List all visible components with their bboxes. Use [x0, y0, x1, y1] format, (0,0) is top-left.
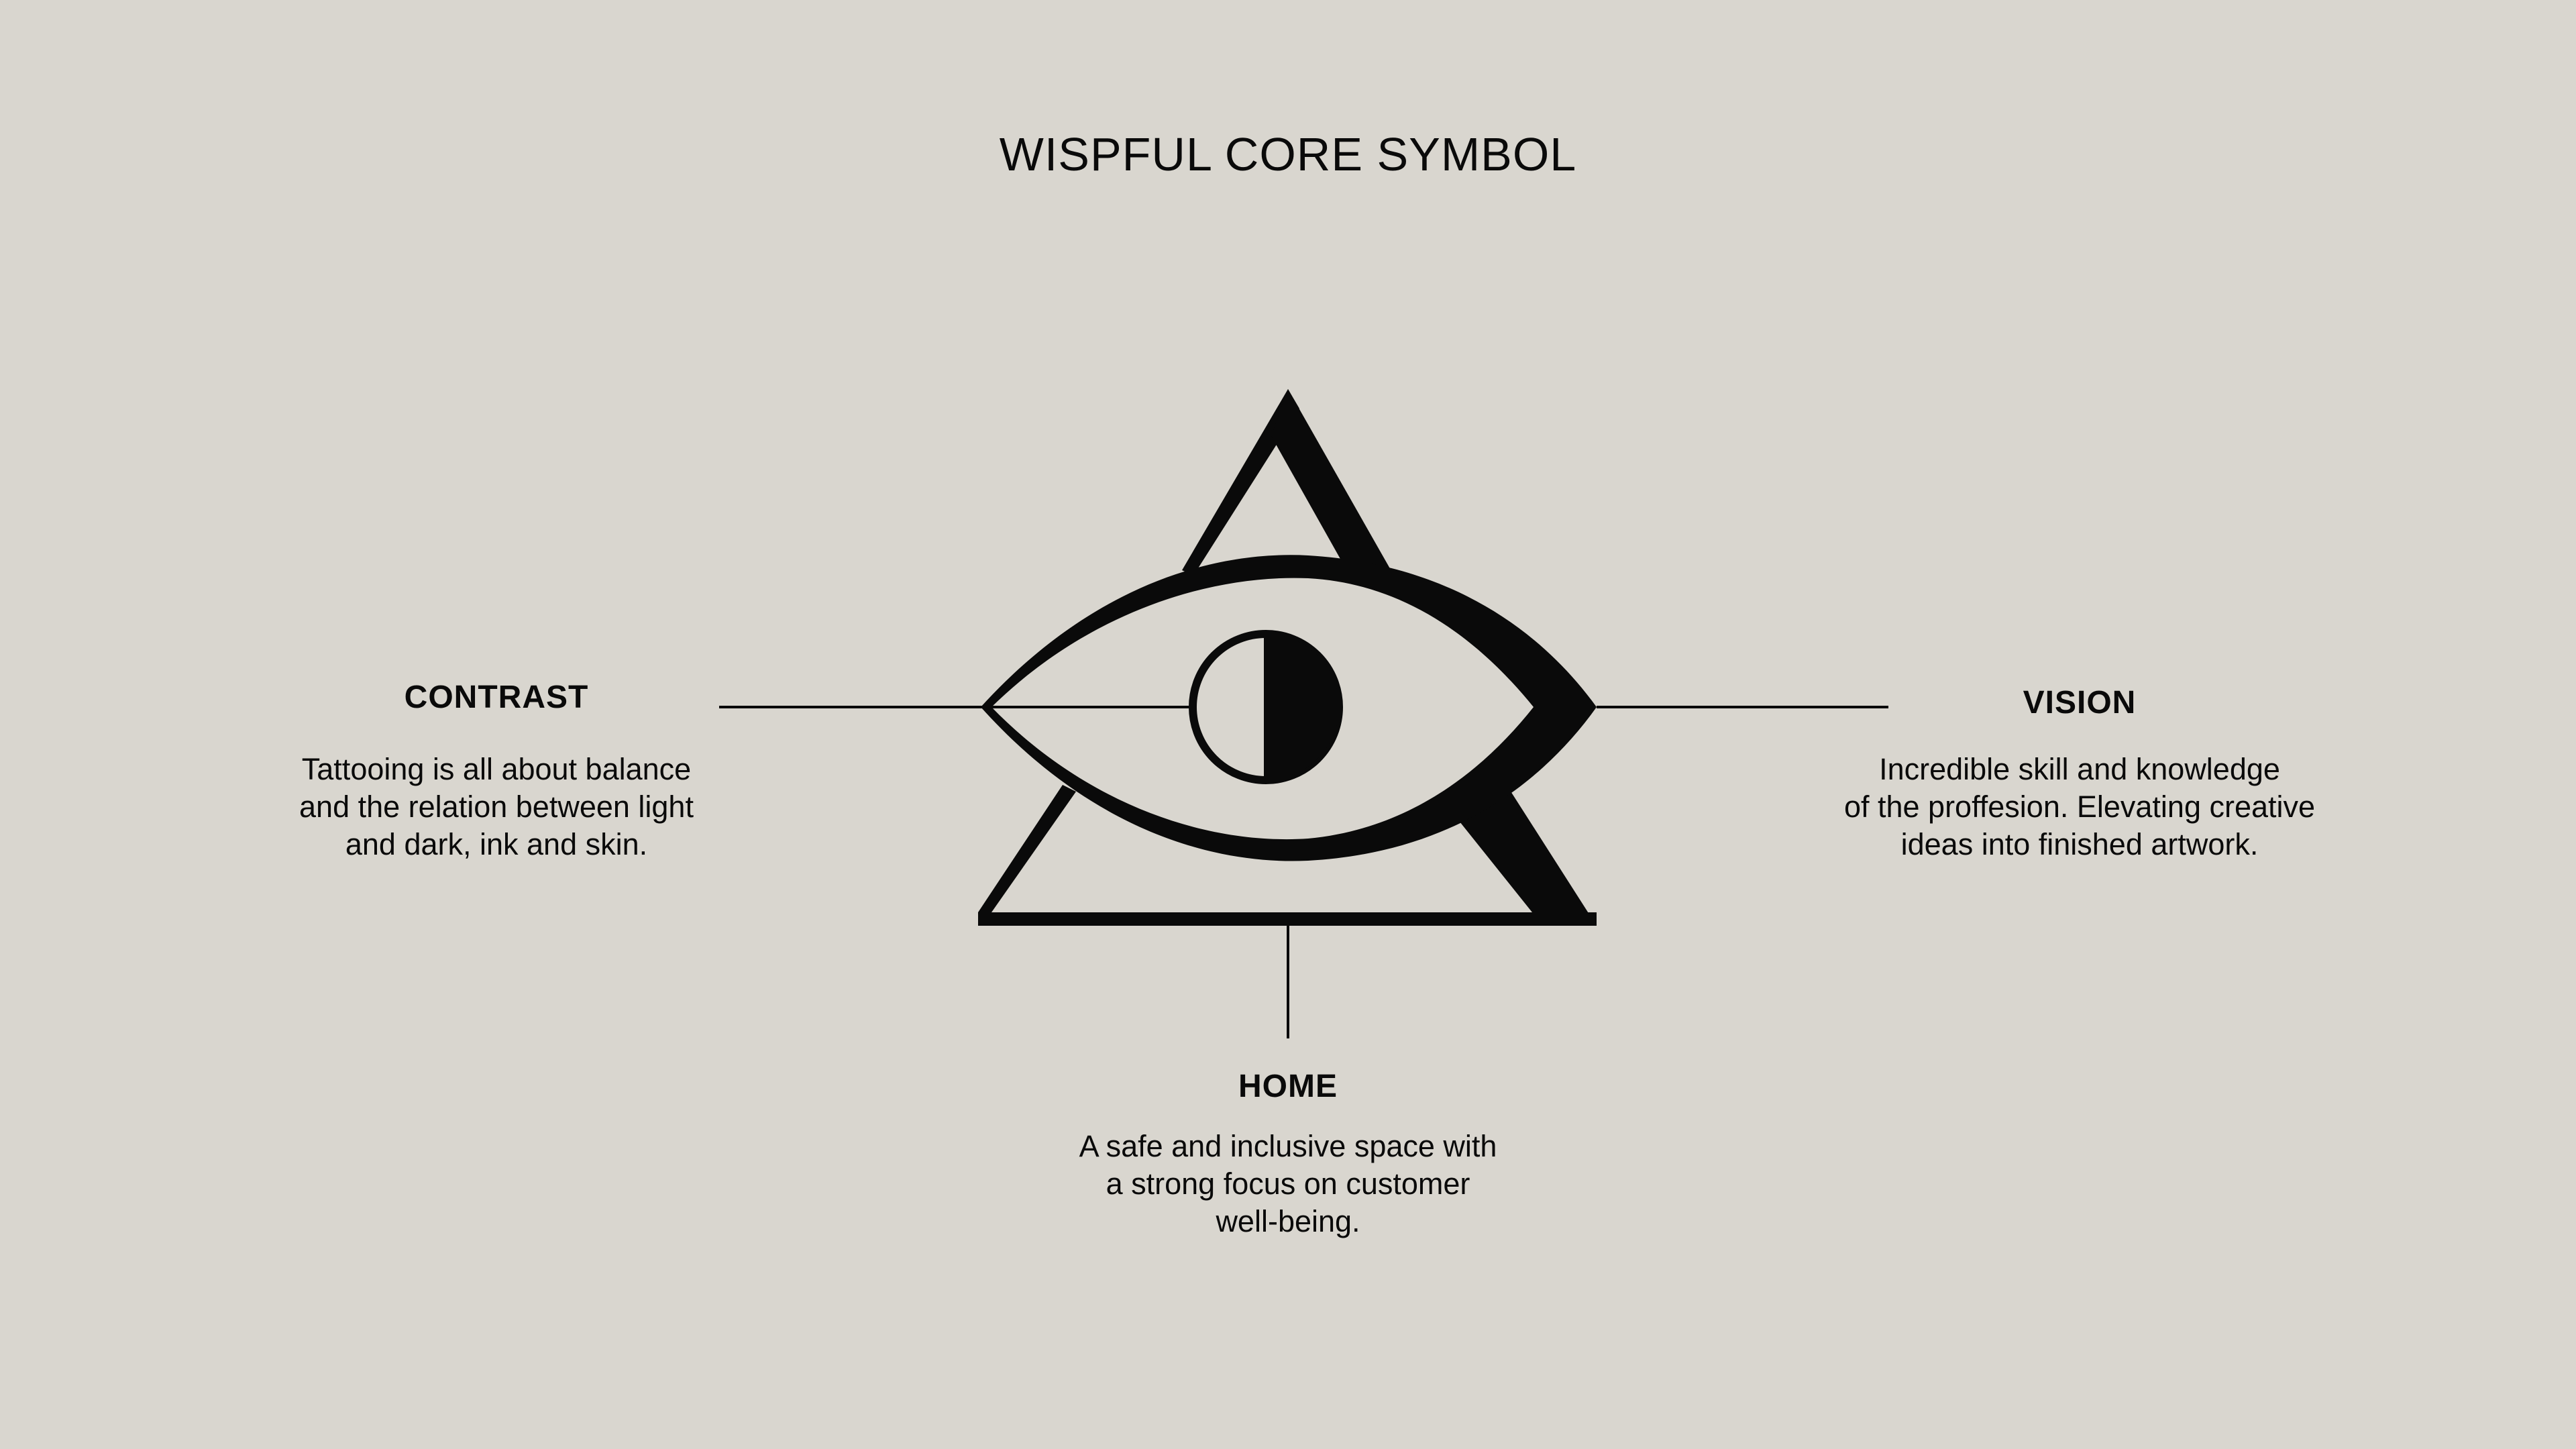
home-description-line: a strong focus on customer: [1106, 1167, 1470, 1201]
eye-lower-lid: [981, 707, 1597, 861]
vision-heading: VISION: [2023, 685, 2137, 720]
triangle-base: [978, 912, 1597, 926]
eye-in-triangle-icon: [978, 389, 1597, 926]
vision-description-line: ideas into finished artwork.: [1900, 827, 2259, 861]
triangle-left-upper-edge: [1182, 389, 1299, 576]
contrast-annotation: CONTRAST Tattooing is all about balance …: [228, 679, 765, 863]
eye-upper-lid: [981, 555, 1597, 707]
vision-annotation: VISION Incredible skill and knowledge of…: [1811, 684, 2348, 863]
triangle-right-upper-edge: [1271, 389, 1394, 576]
home-heading: HOME: [1238, 1069, 1338, 1104]
contrast-heading: CONTRAST: [404, 680, 589, 715]
vision-description: Incredible skill and knowledge of the pr…: [1811, 751, 2348, 863]
home-description: A safe and inclusive space with a strong…: [1020, 1128, 1556, 1240]
contrast-description-line: and the relation between light: [299, 790, 694, 824]
pupil-dark-half: [1266, 634, 1339, 780]
page-title: WISPFUL CORE SYMBOL: [999, 128, 1577, 180]
contrast-description-line: and dark, ink and skin.: [345, 827, 648, 861]
triangle-left-lower-edge: [978, 785, 1076, 912]
home-description-line: A safe and inclusive space with: [1079, 1129, 1497, 1163]
contrast-description-line: Tattooing is all about balance: [301, 752, 692, 786]
home-description-line: well-being.: [1216, 1204, 1360, 1238]
contrast-description: Tattooing is all about balance and the r…: [228, 751, 765, 863]
vision-description-line: of the proffesion. Elevating creative: [1843, 790, 2316, 824]
home-annotation: HOME A safe and inclusive space with a s…: [1020, 1068, 1556, 1240]
vision-description-line: Incredible skill and knowledge: [1879, 752, 2280, 786]
